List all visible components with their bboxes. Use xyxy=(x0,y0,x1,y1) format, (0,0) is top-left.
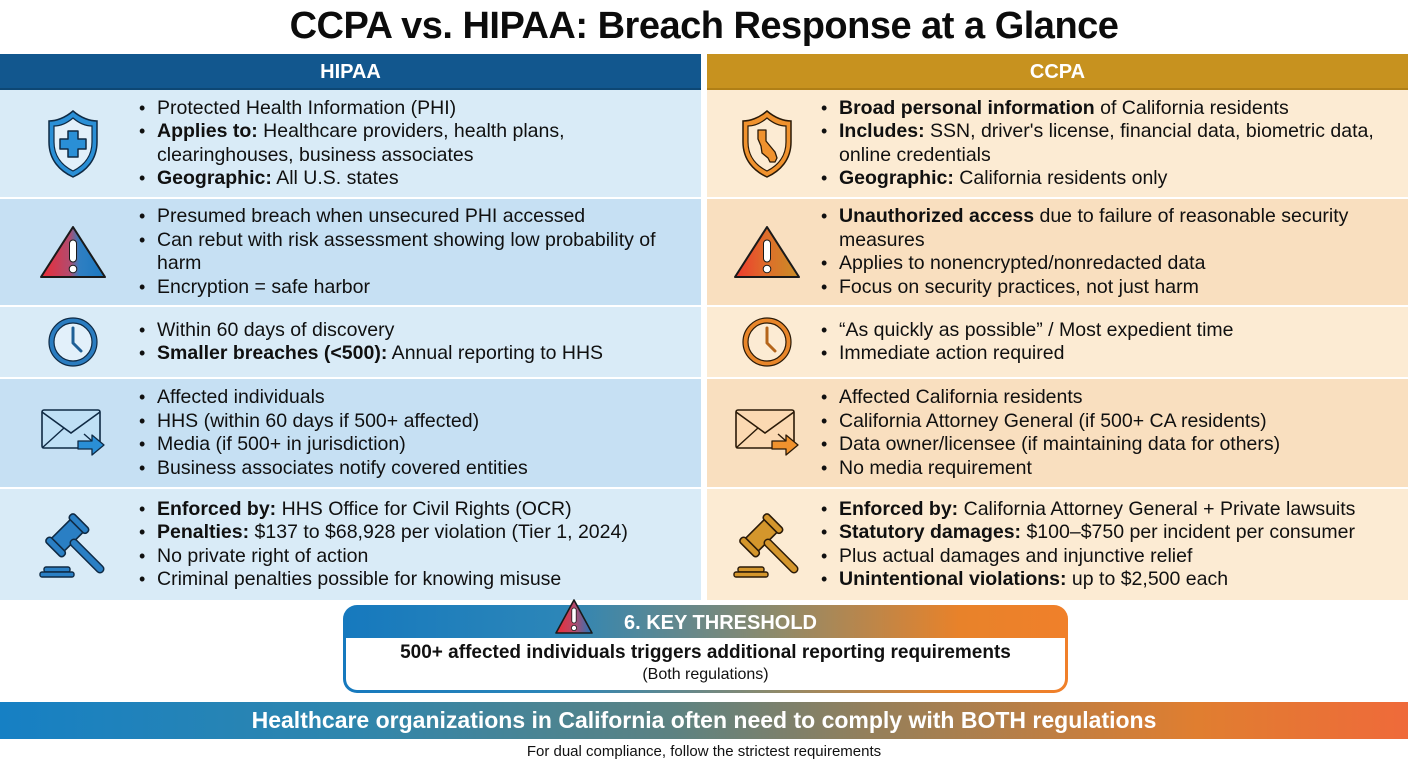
list-item: Encryption = safe harbor xyxy=(139,276,701,300)
list-item: Statutory damages: $100–$750 per inciden… xyxy=(821,521,1355,545)
list-item: Can rebut with risk assessment showing l… xyxy=(139,229,701,276)
list-item: Applies to: Healthcare providers, health… xyxy=(139,120,701,167)
shield-cross-icon xyxy=(0,108,146,180)
ccpa-row-timeline: “As quickly as possible” / Most expedien… xyxy=(707,307,1408,377)
ccpa-header: CCPA xyxy=(707,54,1408,90)
warning-triangle-icon xyxy=(0,224,146,280)
hipaa-timeline-list: Within 60 days of discovery Smaller brea… xyxy=(139,319,603,366)
ccpa-column: CCPA Broad personal information of Calif… xyxy=(707,54,1408,602)
page-title: CCPA vs. HIPAA: Breach Response at a Gla… xyxy=(289,5,1119,47)
threshold-heading-bar: 6. KEY THRESHOLD xyxy=(346,599,1065,638)
hipaa-column: HIPAA Protected Health Information (PHI)… xyxy=(0,54,701,602)
hipaa-scope-list: Protected Health Information (PHI) Appli… xyxy=(139,97,701,191)
threshold-heading: 6. KEY THRESHOLD xyxy=(624,612,817,634)
warning-triangle-icon xyxy=(707,224,827,280)
hipaa-notification-list: Affected individuals HHS (within 60 days… xyxy=(139,386,528,480)
list-item: Geographic: California residents only xyxy=(821,167,1408,191)
ccpa-timeline-list: “As quickly as possible” / Most expedien… xyxy=(821,319,1234,366)
key-threshold-callout: 6. KEY THRESHOLD 500+ affected individua… xyxy=(343,599,1068,693)
hipaa-row-timeline: Within 60 days of discovery Smaller brea… xyxy=(0,307,701,377)
list-item: Enforced by: California Attorney General… xyxy=(821,498,1355,522)
list-item: Applies to nonencrypted/nonredacted data xyxy=(821,252,1408,276)
list-item: Includes: SSN, driver's license, financi… xyxy=(821,120,1408,167)
list-item: Within 60 days of discovery xyxy=(139,319,603,343)
warning-triangle-icon xyxy=(554,598,594,645)
shield-california-icon xyxy=(707,108,827,180)
list-item: Smaller breaches (<500): Annual reportin… xyxy=(139,342,603,366)
list-item: Plus actual damages and injunctive relie… xyxy=(821,545,1355,569)
list-item: Affected California residents xyxy=(821,386,1280,410)
list-item: Penalties: $137 to $68,928 per violation… xyxy=(139,521,628,545)
list-item: Enforced by: HHS Office for Civil Rights… xyxy=(139,498,628,522)
hipaa-breach-list: Presumed breach when unsecured PHI acces… xyxy=(139,205,701,299)
ccpa-row-scope: Broad personal information of California… xyxy=(707,90,1408,197)
threshold-main-text: 500+ affected individuals triggers addit… xyxy=(400,642,1011,663)
hipaa-row-breach-definition: Presumed breach when unsecured PHI acces… xyxy=(0,199,701,305)
ccpa-row-breach-definition: Unauthorized access due to failure of re… xyxy=(707,199,1408,305)
list-item: “As quickly as possible” / Most expedien… xyxy=(821,319,1234,343)
hipaa-row-scope: Protected Health Information (PHI) Appli… xyxy=(0,90,701,197)
list-item: Criminal penalties possible for knowing … xyxy=(139,568,628,592)
gavel-icon xyxy=(0,510,146,580)
ccpa-scope-list: Broad personal information of California… xyxy=(821,97,1408,191)
envelope-forward-icon xyxy=(0,407,146,459)
ccpa-notification-list: Affected California residents California… xyxy=(821,386,1280,480)
clock-icon xyxy=(0,315,146,369)
list-item: No media requirement xyxy=(821,457,1280,481)
hipaa-header: HIPAA xyxy=(0,54,701,90)
threshold-sub-text: (Both regulations) xyxy=(642,666,769,683)
list-item: Affected individuals xyxy=(139,386,528,410)
list-item: Unintentional violations: up to $2,500 e… xyxy=(821,568,1355,592)
list-item: Business associates notify covered entit… xyxy=(139,457,528,481)
list-item: Protected Health Information (PHI) xyxy=(139,97,701,121)
list-item: Unauthorized access due to failure of re… xyxy=(821,205,1408,252)
ccpa-enforcement-list: Enforced by: California Attorney General… xyxy=(821,498,1355,592)
envelope-forward-icon xyxy=(707,407,827,459)
footer-note: For dual compliance, follow the strictes… xyxy=(526,743,882,760)
bottom-banner: Healthcare organizations in California o… xyxy=(0,702,1408,739)
ccpa-row-enforcement: Enforced by: California Attorney General… xyxy=(707,489,1408,600)
list-item: No private right of action xyxy=(139,545,628,569)
list-item: Media (if 500+ in jurisdiction) xyxy=(139,433,528,457)
list-item: Broad personal information of California… xyxy=(821,97,1408,121)
list-item: California Attorney General (if 500+ CA … xyxy=(821,410,1280,434)
threshold-body: 500+ affected individuals triggers addit… xyxy=(346,638,1065,690)
list-item: Focus on security practices, not just ha… xyxy=(821,276,1408,300)
list-item: Immediate action required xyxy=(821,342,1234,366)
list-item: Geographic: All U.S. states xyxy=(139,167,701,191)
hipaa-enforcement-list: Enforced by: HHS Office for Civil Rights… xyxy=(139,498,628,592)
ccpa-row-notification: Affected California residents California… xyxy=(707,379,1408,487)
ccpa-breach-list: Unauthorized access due to failure of re… xyxy=(821,205,1408,299)
list-item: Presumed breach when unsecured PHI acces… xyxy=(139,205,701,229)
hipaa-row-enforcement: Enforced by: HHS Office for Civil Rights… xyxy=(0,489,701,600)
list-item: HHS (within 60 days if 500+ affected) xyxy=(139,410,528,434)
gavel-icon xyxy=(707,510,827,580)
clock-icon xyxy=(707,315,827,369)
list-item: Data owner/licensee (if maintaining data… xyxy=(821,433,1280,457)
hipaa-row-notification: Affected individuals HHS (within 60 days… xyxy=(0,379,701,487)
